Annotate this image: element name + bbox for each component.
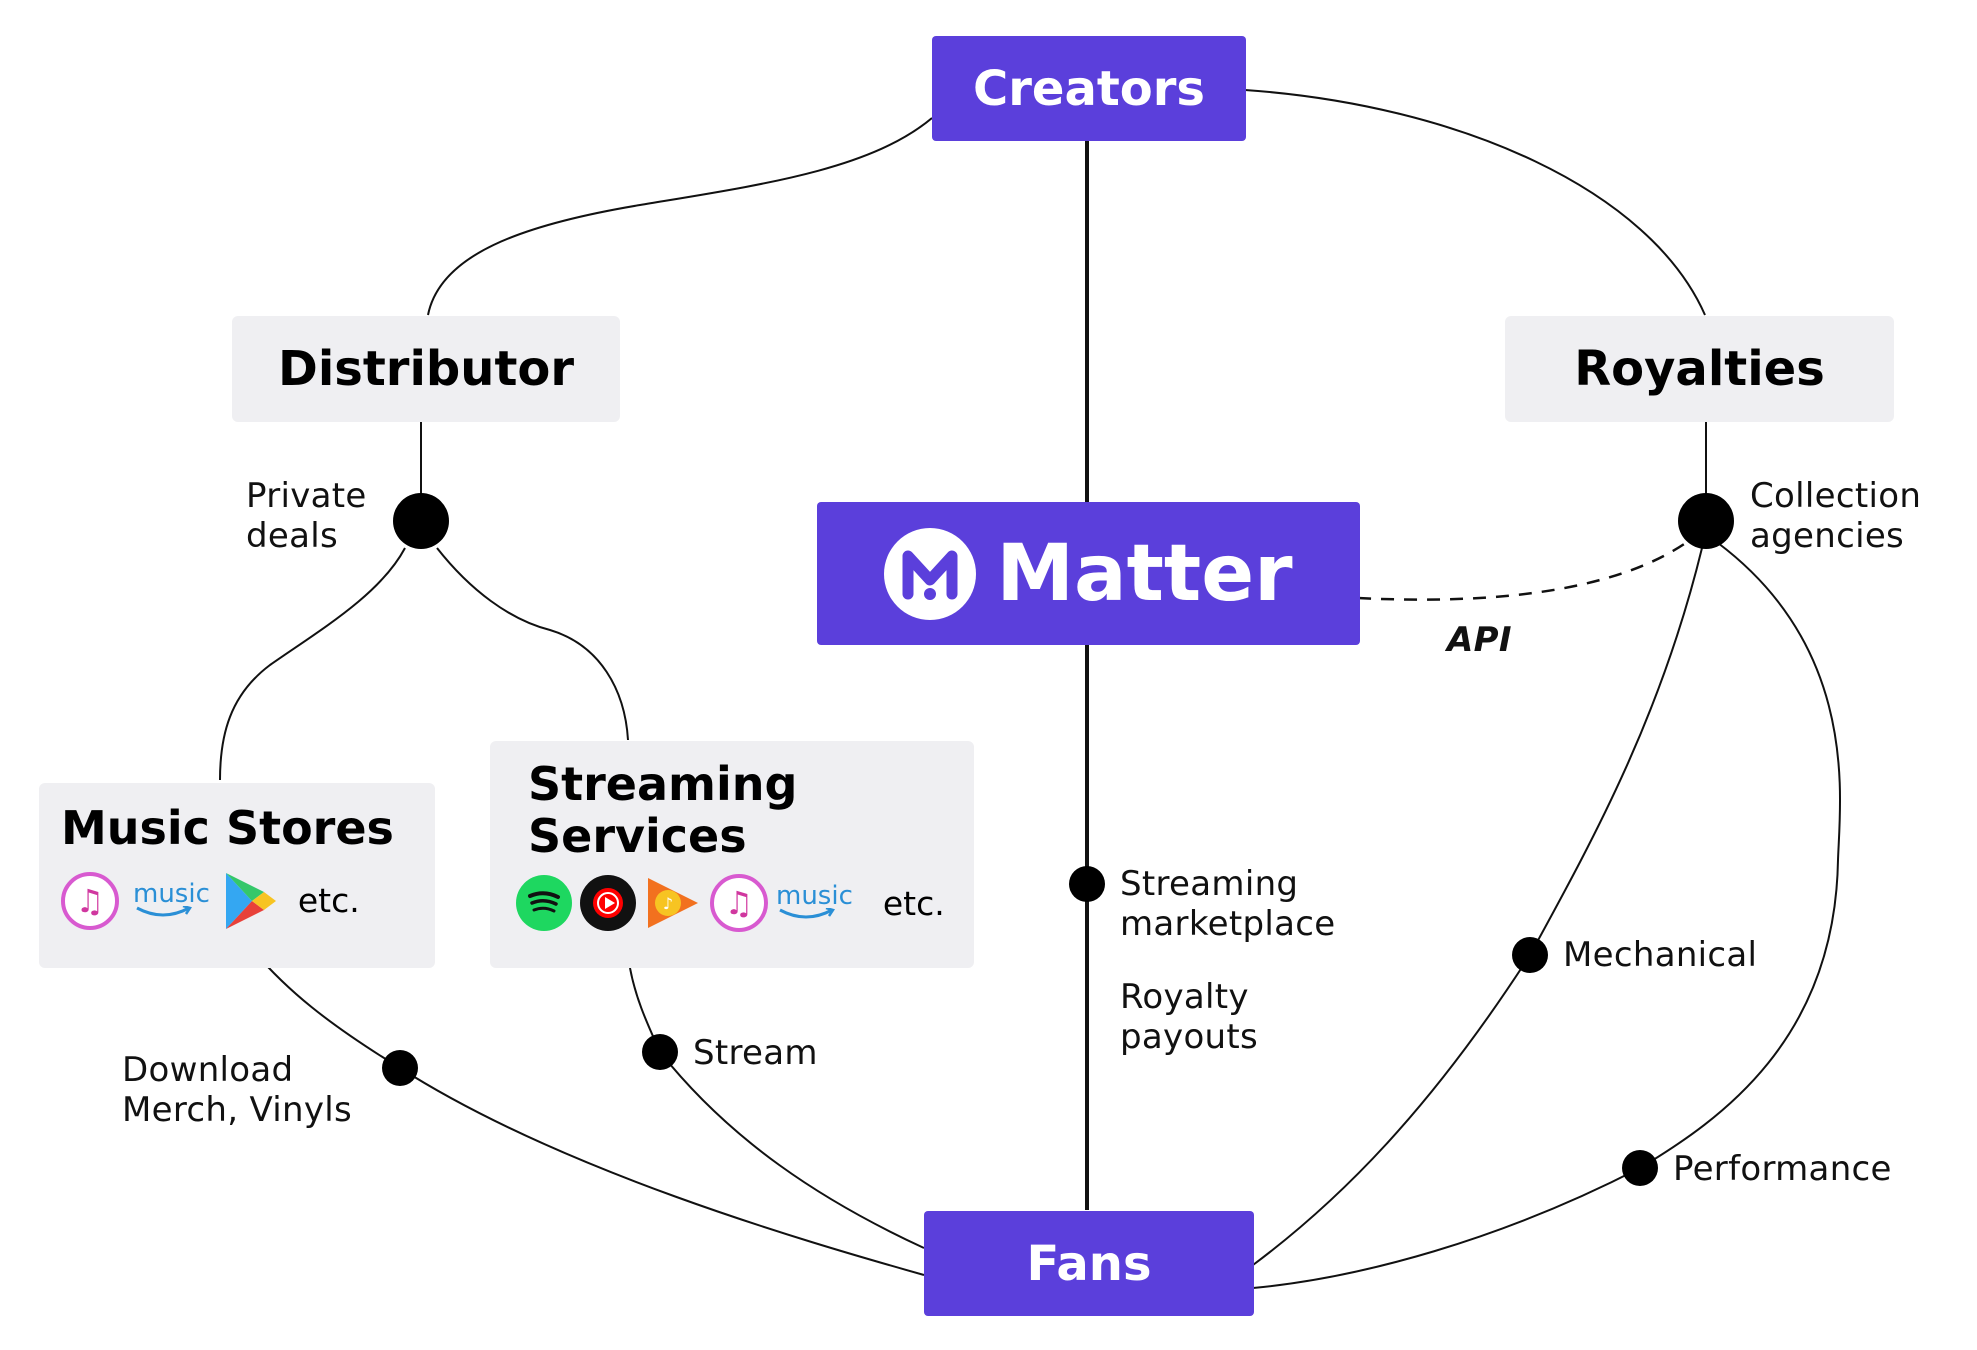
api-label: API	[1447, 620, 1512, 660]
edge-performance-fans	[1252, 1167, 1641, 1289]
fans-label: Fans	[1026, 1235, 1152, 1292]
streaming-services-title-line1: Streaming	[528, 757, 798, 811]
stream-dot	[642, 1034, 678, 1070]
collection-dot	[1678, 493, 1734, 549]
distributor-node[interactable]: Distributor	[232, 316, 620, 422]
music-stores-title: Music Stores	[61, 801, 394, 855]
matter-logo-icon	[884, 527, 977, 620]
spotify-icon	[516, 875, 572, 932]
music-stores-etc: etc.	[297, 881, 360, 921]
streaming-services-icons: ♪ ♫ music etc.	[516, 874, 945, 933]
edge-creators-royalties	[1244, 89, 1706, 316]
private-deals-label: Private deals	[246, 476, 367, 556]
matter-label: Matter	[996, 528, 1293, 619]
royalties-label: Royalties	[1574, 341, 1825, 397]
music-stores-icons: ♫ music etc.	[61, 871, 360, 931]
edge-privatedeals-musicstores	[219, 547, 406, 781]
google-play-music-icon: ♪	[644, 874, 702, 932]
download-dot	[382, 1050, 418, 1086]
amazon-music-text: music	[776, 881, 853, 912]
performance-label: Performance	[1673, 1149, 1892, 1189]
streaming-services-etc: etc.	[882, 883, 945, 923]
music-stores-node[interactable]: Music Stores ♫ music etc.	[39, 783, 435, 968]
royalty-payouts-label: Royalty payouts	[1120, 977, 1259, 1057]
edge-collection-performance	[1639, 542, 1842, 1169]
marketplace-dot	[1069, 866, 1105, 902]
edge-download-fans	[399, 1067, 925, 1276]
privatedeals-dot	[393, 493, 449, 549]
edge-privatedeals-streaming	[436, 547, 629, 741]
download-merch-label: Download Merch, Vinyls	[122, 1050, 353, 1130]
edge-mechanical-fans	[1252, 954, 1531, 1266]
collection-agencies-label: Collection agencies	[1750, 476, 1922, 556]
mechanical-label: Mechanical	[1563, 935, 1758, 975]
distributor-label: Distributor	[277, 341, 575, 397]
itunes-icon: ♫	[61, 871, 119, 930]
svg-text:♪: ♪	[663, 894, 673, 913]
royalties-node[interactable]: Royalties	[1505, 316, 1894, 422]
streaming-marketplace-label: Streaming marketplace	[1120, 864, 1336, 944]
edge-stream-fans	[659, 1051, 925, 1249]
fans-node[interactable]: Fans	[924, 1211, 1254, 1316]
streaming-services-node[interactable]: Streaming Services ♪ ♫	[490, 741, 974, 968]
mechanical-dot	[1512, 937, 1548, 973]
amazon-music-icon: music	[133, 878, 210, 920]
creators-label: Creators	[972, 60, 1205, 117]
edge-matter-api-dashed	[1357, 538, 1691, 601]
amazon-music-text: music	[133, 878, 210, 909]
youtube-music-icon	[580, 875, 636, 932]
edge-collection-mechanical	[1529, 547, 1703, 956]
matter-node[interactable]: Matter	[817, 502, 1360, 645]
streaming-services-title-line2: Services	[528, 808, 747, 863]
stream-label: Stream	[693, 1033, 818, 1073]
creators-node[interactable]: Creators	[932, 36, 1246, 141]
itunes-icon: ♫	[710, 874, 768, 933]
edge-creators-distributor	[427, 117, 933, 316]
google-play-icon	[224, 871, 278, 931]
amazon-music-icon: music	[776, 881, 853, 922]
performance-dot	[1622, 1150, 1658, 1186]
